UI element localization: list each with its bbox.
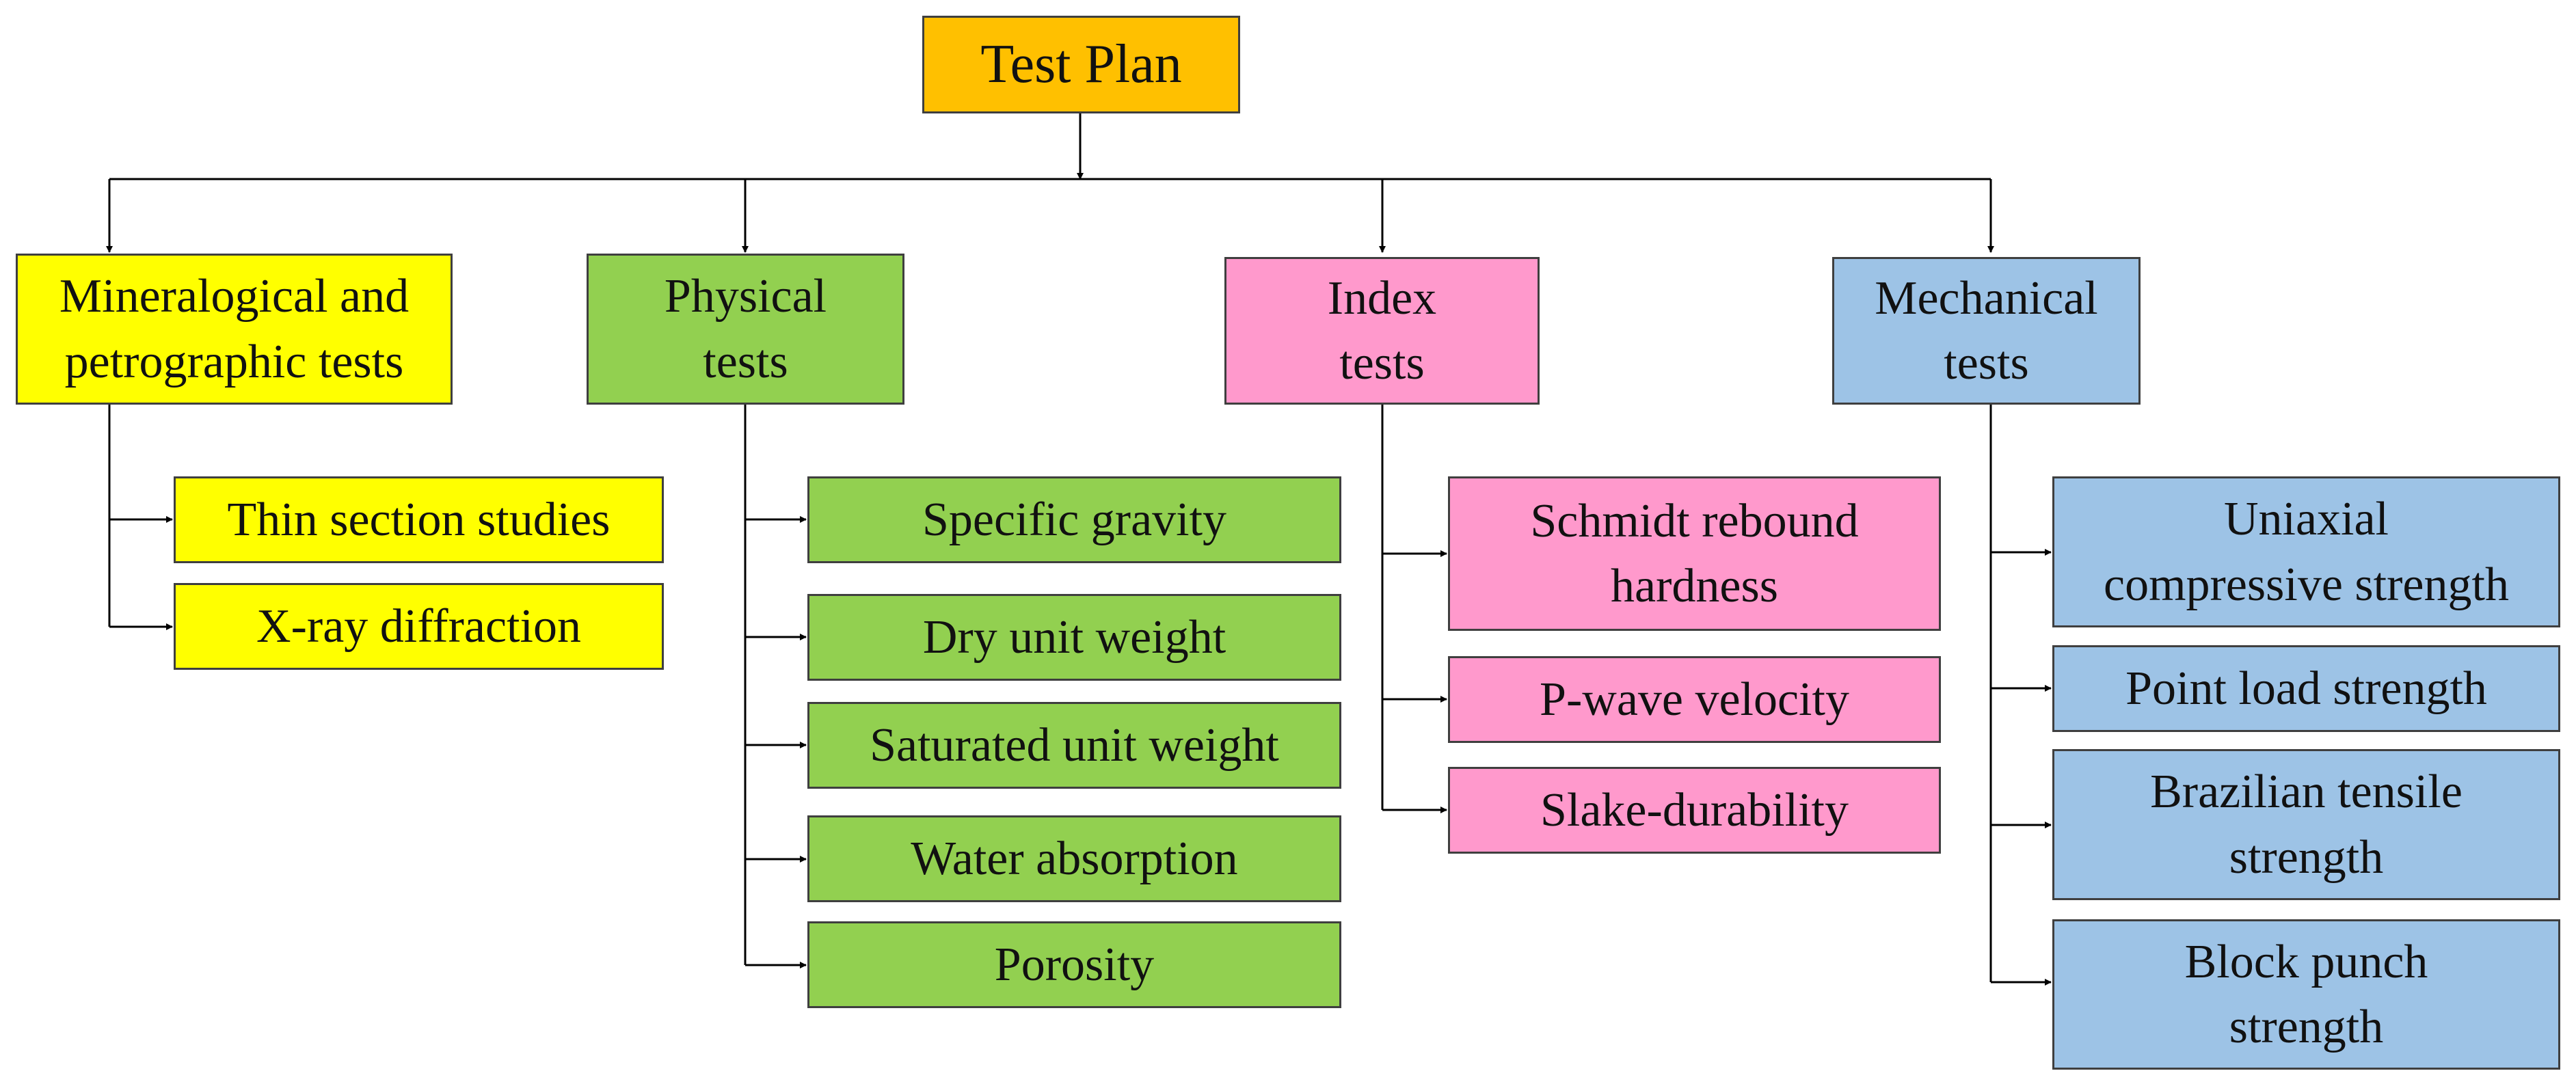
test-item-saturated-unit-weight: Saturated unit weight	[807, 702, 1341, 789]
category-index-tests: Index tests	[1224, 257, 1540, 405]
test-item-x-ray-diffraction: X-ray diffraction	[174, 583, 664, 670]
test-item-uniaxial-compressive-strength: Uniaxial compressive strength	[2052, 476, 2560, 627]
test-item-p-wave-velocity: P-wave velocity	[1448, 656, 1941, 743]
category-mechanical-tests: Mechanical tests	[1832, 257, 2141, 405]
test-item-specific-gravity: Specific gravity	[807, 476, 1341, 563]
root-test-plan: Test Plan	[922, 16, 1240, 113]
test-item-block-punch-strength: Block punch strength	[2052, 919, 2560, 1070]
test-item-thin-section-studies: Thin section studies	[174, 476, 664, 563]
test-item-water-absorption: Water absorption	[807, 815, 1341, 902]
test-item-point-load-strength: Point load strength	[2052, 645, 2560, 732]
test-item-slake-durability: Slake-durability	[1448, 767, 1941, 854]
category-physical-tests: Physical tests	[587, 254, 904, 405]
category-mineralogical-petrographic: Mineralogical and petrographic tests	[16, 254, 453, 405]
test-item-schmidt-rebound-hardness: Schmidt rebound hardness	[1448, 476, 1941, 631]
test-item-brazilian-tensile-strength: Brazilian tensile strength	[2052, 749, 2560, 900]
test-item-porosity: Porosity	[807, 921, 1341, 1008]
test-item-dry-unit-weight: Dry unit weight	[807, 594, 1341, 681]
